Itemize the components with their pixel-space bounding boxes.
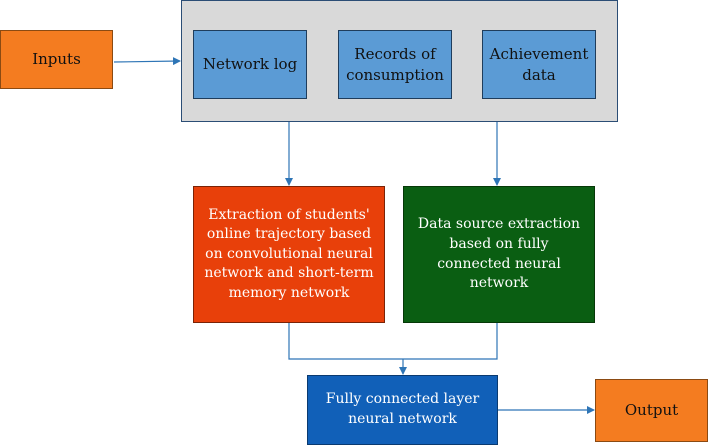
achievement-data-box: Achievement data [482, 30, 596, 99]
trajectory-extraction-box: Extraction of students' online trajector… [193, 186, 385, 323]
arrow-inputs-to-sources [113, 57, 181, 66]
connector-extraction-right-merge [403, 323, 498, 360]
connector-extraction-left-merge [288, 323, 403, 360]
inputs-label: Inputs [32, 50, 81, 68]
records-of-consumption-box: Records of consumption [338, 30, 452, 99]
network-log-label: Network log [202, 55, 298, 73]
data-source-extraction-box: Data source extraction based on fully co… [403, 186, 595, 323]
output-box: Output [595, 379, 708, 442]
achievement-data-label: Achievement data [489, 44, 589, 84]
trajectory-extraction-label: Extraction of students' online trajector… [204, 206, 374, 301]
fully-connected-layer-box: Fully connected layer neural network [307, 375, 498, 445]
output-label: Output [624, 401, 679, 419]
network-log-box: Network log [193, 30, 307, 99]
inputs-box: Inputs [0, 30, 113, 89]
records-of-consumption-label: Records of consumption [346, 44, 444, 84]
fully-connected-layer-label: Fully connected layer neural network [325, 391, 480, 427]
data-source-extraction-label: Data source extraction based on fully co… [417, 216, 581, 292]
